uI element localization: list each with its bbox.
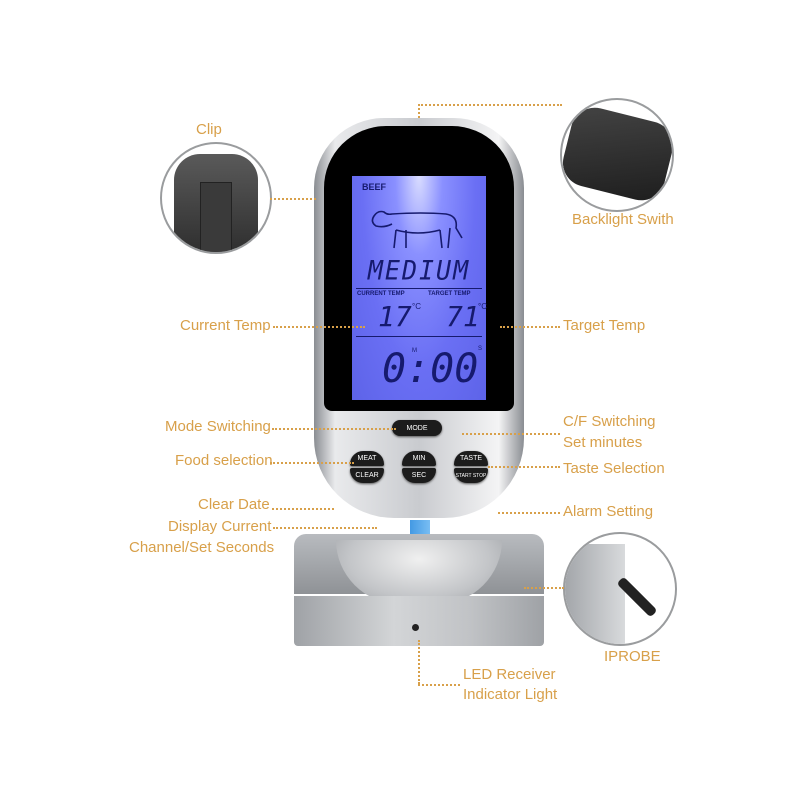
leader-line — [273, 527, 377, 529]
leader-line — [500, 326, 560, 328]
callout-display-channel-line2: Channel/Set Seconds — [129, 539, 275, 556]
target-temp-unit: °C — [478, 302, 487, 311]
callout-alarm-setting: Alarm Setting — [563, 503, 654, 520]
callout-led-line1: LED Receiver — [463, 666, 556, 683]
callout-food-selection: Food selection — [175, 452, 273, 469]
base-front — [294, 596, 544, 646]
callout-set-minutes: Set minutes — [563, 434, 643, 451]
taste-level-text: MEDIUM — [367, 255, 471, 286]
mode-button[interactable]: MODE — [392, 420, 442, 436]
leader-line — [498, 512, 560, 514]
callout-taste-selection: Taste Selection — [563, 460, 665, 477]
sec-button[interactable]: SEC — [402, 468, 436, 483]
leader-line — [462, 433, 560, 435]
callout-target-temp: Target Temp — [563, 317, 646, 334]
callout-current-temp: Current Temp — [180, 317, 271, 334]
thermometer-unit: BEEF MEDIUM CURRENT TEMP TARGET TEMP 17 … — [314, 118, 524, 518]
callout-clear-date: Clear Date — [198, 496, 270, 513]
food-type-text: BEEF — [362, 182, 387, 192]
clear-button[interactable]: CLEAR — [350, 468, 384, 483]
cow-icon — [371, 210, 463, 249]
current-temp-unit: °C — [412, 302, 421, 311]
callout-clip: Clip — [196, 121, 222, 138]
target-temp-label: TARGET TEMP — [428, 291, 471, 297]
leader-line — [418, 104, 420, 118]
callout-backlight-switch: Backlight Swith — [572, 211, 674, 228]
probe-jack-detail-image — [563, 532, 677, 646]
minute-marker: M — [412, 348, 417, 354]
callout-mode-switching: Mode Switching — [165, 418, 271, 435]
leader-line — [488, 466, 560, 468]
lcd-display: BEEF MEDIUM CURRENT TEMP TARGET TEMP 17 … — [352, 176, 487, 400]
leader-line — [272, 508, 334, 510]
display-bezel: BEEF MEDIUM CURRENT TEMP TARGET TEMP 17 … — [324, 126, 514, 411]
leader-line — [272, 428, 396, 430]
led-indicator-light — [412, 624, 419, 631]
leader-line — [418, 104, 562, 106]
leader-line — [270, 198, 316, 200]
taste-button[interactable]: TASTE — [454, 451, 488, 466]
callout-cf-switching: C/F Switching — [563, 413, 656, 430]
receiver-base — [294, 534, 544, 646]
meat-button[interactable]: MEAT — [350, 451, 384, 466]
lcd-divider — [356, 288, 482, 289]
second-marker: S — [478, 346, 483, 352]
timer-value: 0:00 — [382, 346, 479, 392]
leader-line — [418, 640, 420, 684]
leader-line — [418, 684, 460, 686]
leader-line — [273, 326, 365, 328]
clip-detail-image — [160, 142, 272, 254]
callout-led-line2: Indicator Light — [463, 686, 558, 703]
leader-line — [524, 587, 564, 589]
leader-line — [270, 462, 354, 464]
lcd-divider — [356, 336, 482, 337]
start-stop-button[interactable]: START STOP — [454, 468, 488, 483]
backlight-switch-detail-image — [560, 98, 674, 212]
current-temp-label: CURRENT TEMP — [357, 291, 405, 297]
current-temp-value: 17 — [378, 300, 412, 333]
callout-iprobe: IPROBE — [604, 648, 661, 665]
target-temp-value: 71 — [446, 300, 480, 333]
base-cradle — [336, 540, 502, 604]
min-button[interactable]: MIN — [402, 451, 436, 466]
callout-display-channel-line1: Display Current — [168, 518, 272, 535]
